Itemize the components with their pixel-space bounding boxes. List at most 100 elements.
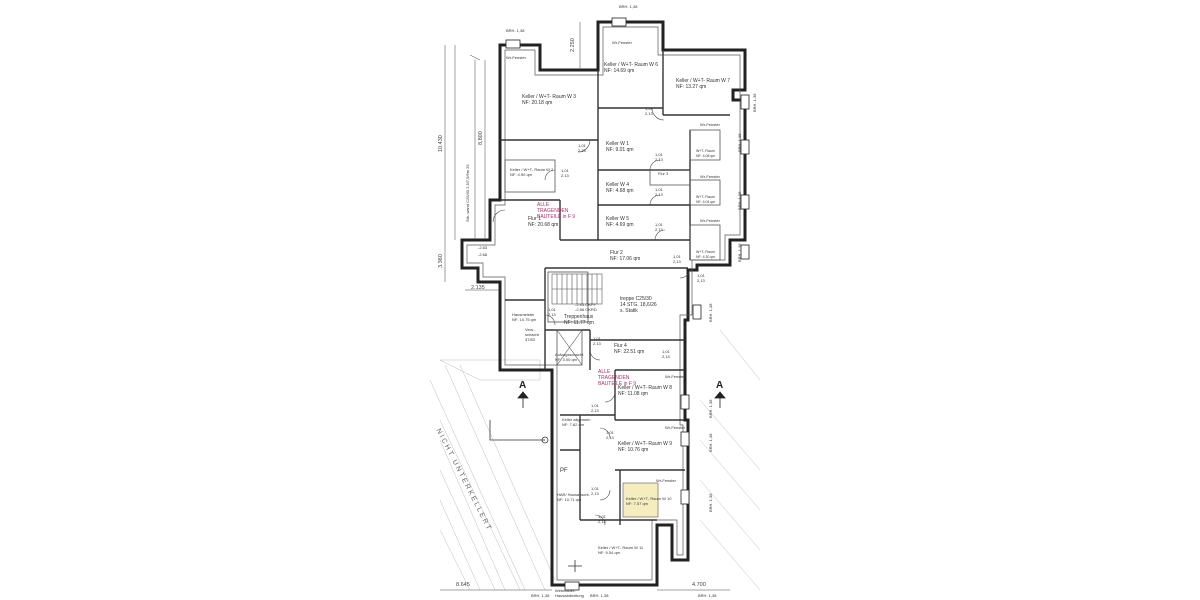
window-label: BRH. 1,38 [531,593,550,598]
door-height: 2,13 [606,435,614,440]
window-fenster-label: Wr-Fenster [506,55,526,60]
room-name: Keller / W+T- Raum W 11 [598,545,644,550]
door-width: 1,01 [655,152,663,157]
door-width: 1,01 [593,336,601,341]
room-name: Keller / W+T- Raum W 7 [676,78,731,84]
window-fenster-label: Wr-Fenster [665,374,685,379]
room-name: Keller allgemein [562,417,591,422]
section-marks [517,391,726,408]
outer-walls-inner [466,26,741,581]
door-height: 2,13 [591,491,599,496]
door-swings [492,107,691,526]
room-area: NF: 20.18 qm [522,100,553,106]
room-area: NF: 4.30 qm [696,254,716,259]
note-line: ALLE [537,202,550,208]
window-fenster-label: Wr-Fenster [700,218,720,223]
window-fenster-label: Wr-Fenster [612,40,632,45]
room-area: NF: 10.71 qm [557,497,582,502]
outer-walls [460,20,747,587]
room-name: Keller / W+T- Raum W 6 [604,62,659,68]
note-tragend-top: ALLE TRAGENDEN BAUTEILE in F 9 [537,202,575,220]
note-tragend-mid: ALLE TRAGENDEN BAUTEILE in F 9 [598,369,636,387]
window-fenster-label: Wr-Fenster [700,122,720,127]
door-height: 2,13 [655,227,663,232]
note-line: 37/83 [525,337,536,342]
note-line: Hausabdichtung [555,593,584,598]
door-width: 1,01 [598,514,606,519]
room-name: Keller W 4 [606,182,630,188]
window-label: BRH. 1,38 [708,303,713,322]
note-line: -2.86 OKRD [575,307,597,312]
highlighted-room-w10 [622,482,659,518]
interior-walls [500,50,730,525]
window-label: BRH. 1,38 [590,593,609,598]
room-name: Aufzugsschacht [555,352,584,357]
room-area: NF: 22.51 qm [614,349,645,355]
note-pf: PF [560,468,568,474]
room-area: NF: 7.62 qm [562,422,585,427]
dim-left-main: 10.430 [438,135,444,152]
door-height: 2,13 [548,312,556,317]
elevator-shaft [556,329,583,366]
door-width: 1,01 [697,273,705,278]
room-area: NF: 13.27 qm [676,84,707,90]
door-width: 1,01 [591,403,599,408]
note-line: ALLE [598,369,611,375]
window-label: BRH. 1,38 [506,28,525,33]
dim-bottom-right: 4.700 [692,582,706,588]
door-height: 2,13 [593,341,601,346]
dim-vert-note: Stb.-wand C25/30 2,5/7,5/6m 25 [465,164,470,222]
door-height: 2,13 [645,111,653,116]
window-label: BRH. 1,38 [737,243,742,262]
room-name: Keller / W+T- Raum W 9 [618,441,673,447]
note-line: 14 STG. 18,6/26 [620,302,657,308]
window-label: BRH. 1,38 [708,433,713,452]
note-line: s. Statik [620,308,638,314]
room-area: NF: 7.57 qm [626,501,649,506]
window-label: BRH. 1,38 [619,4,638,9]
window-label: BRH. 1,38 [737,133,742,152]
dim-left-a: 8,800 [478,131,484,145]
window-label: BRH. 1,38 [708,399,713,418]
dim-left-b: 3.360 [438,254,444,268]
pipes [489,420,582,572]
partition-walls [504,129,721,366]
door-height: 2,13 [655,157,663,162]
note-line: Wetmaster- [555,588,576,593]
window-label: BRH. 1,38 [737,191,742,210]
room-name: Keller / W+T- Raum W 3 [522,94,577,100]
door-height: 2,13 [598,519,606,524]
door-width: 1,01 [662,349,670,354]
note-line: BAUTEILE in F 9 [537,214,576,220]
door-height: 2,13 [591,408,599,413]
room-area: NF: 4.04 qm [696,199,716,204]
room-name: Flur 4 [614,343,627,349]
room-area: NF: 10.76 qm [618,447,649,453]
door-height: 2,13 [662,354,670,359]
note-wetmaster: Wetmaster- Hausabdichtung [555,588,584,598]
note-okff: -2.63 OKFF -2.86 OKRD [575,302,597,312]
note-line: schacht [525,332,539,337]
